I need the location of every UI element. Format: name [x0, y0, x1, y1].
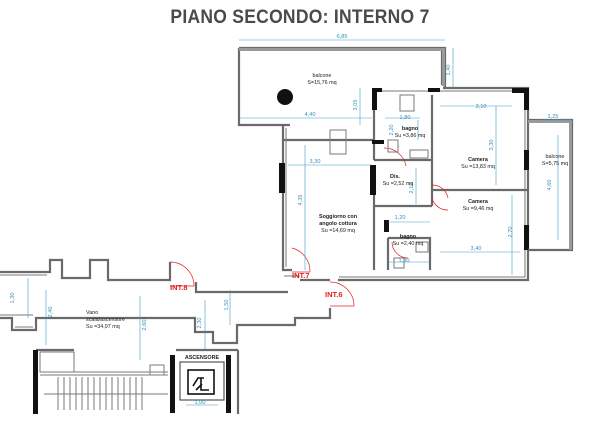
door-camera-top [431, 184, 449, 199]
entrance-int6: INT.6 [325, 290, 343, 299]
dim-100: 1,00 [195, 400, 206, 406]
stair-wall-left [33, 350, 38, 414]
camera-bottom-name: Camera [468, 199, 489, 205]
dim-305: 3,05 [353, 100, 359, 111]
dimension-lines [27, 39, 572, 406]
door-int7 [291, 247, 311, 273]
dim-125: 1,25 [548, 114, 559, 120]
dim-220: 2,20 [389, 125, 395, 136]
dis-name: Dis. [390, 174, 400, 180]
bagno-bottom-area: Su =2,40 mq [393, 241, 424, 247]
entrance-int7: INT.7 [292, 271, 310, 280]
dim-440: 4,40 [305, 112, 316, 118]
door-bagno-top [383, 147, 407, 167]
elevator-box [179, 361, 225, 401]
bagno-bottom-name: bagno [400, 234, 417, 240]
door-bagno-bottom [391, 241, 409, 259]
dim-180-top: 1,80 [400, 115, 411, 121]
camera-top-name: Camera [468, 157, 489, 163]
ascensore-label: ASCENSORE [185, 355, 220, 361]
balcone-right-name: balcone [546, 154, 565, 160]
dim-330-left: 3,30 [310, 159, 321, 165]
door-camera-bottom [431, 197, 449, 211]
dim-240: 2,40 [48, 307, 54, 318]
dim-330-right: 3,30 [489, 140, 495, 151]
soggiorno-area: Su =14,69 mq [321, 228, 355, 234]
soggiorno-name-line1: Soggiorno con [319, 214, 357, 220]
apartment-outer-wall [281, 86, 530, 282]
partition-walls [372, 95, 528, 270]
balcone-right-area: S=5,75 mq [542, 161, 568, 167]
dim-140: 1,40 [446, 65, 452, 76]
dim-340: 3,40 [471, 246, 482, 252]
dim-460: 4,60 [547, 180, 553, 191]
bagno-bottom-fixture [415, 241, 429, 253]
kitchen-counter [329, 129, 347, 155]
dim-130: 1,30 [10, 293, 16, 304]
balcony-top-railing [239, 48, 445, 51]
vano-area: Su =34,97 mq [86, 324, 120, 330]
balcone-top-area: S=15,76 mq [307, 80, 336, 86]
pillar [279, 163, 285, 193]
bagno-top-name: bagno [402, 126, 419, 132]
entrance-int8: INT.8 [170, 283, 188, 292]
camera-top-area: Su =13,83 mq [461, 164, 495, 170]
dim-230: 2,30 [197, 318, 203, 329]
plan-title: PIANO SECONDO: INTERNO 7 [170, 7, 430, 28]
dim-260: 2,60 [142, 320, 148, 331]
dis-area: Su =2,52 mq [383, 181, 414, 187]
dim-270: 2,70 [508, 227, 514, 238]
balcone-top-name: balcone [313, 73, 332, 79]
vano-name-line1: Vano [86, 310, 98, 316]
stair-flight [39, 351, 168, 410]
camera-bottom-area: Su =9,46 mq [463, 206, 494, 212]
balcony-top-wall [237, 46, 447, 127]
dim-180-bot: 1,80 [399, 258, 410, 264]
elevator-icon [187, 369, 215, 395]
vano-name-line2: scala/ascensore [86, 317, 125, 323]
soggiorno-name-line2: angolo cottura [319, 221, 357, 227]
apartment-inner-wall [284, 90, 526, 278]
door-int8 [169, 261, 195, 287]
dim-120: 1,20 [395, 215, 406, 221]
dim-685: 6,85 [337, 34, 348, 40]
dim-150: 1,50 [224, 300, 230, 311]
common-area-wall-inner [0, 274, 47, 328]
dim-210: 2,10 [409, 183, 415, 194]
door-int6 [329, 281, 355, 307]
bagno-top-area: Su =3,86 mq [395, 133, 426, 139]
dim-310-top: 3,10 [476, 104, 487, 110]
dim-435: 4,35 [298, 195, 304, 206]
column-circle [277, 89, 293, 105]
common-area-wall [0, 258, 332, 345]
bagno-fixture [399, 94, 415, 112]
